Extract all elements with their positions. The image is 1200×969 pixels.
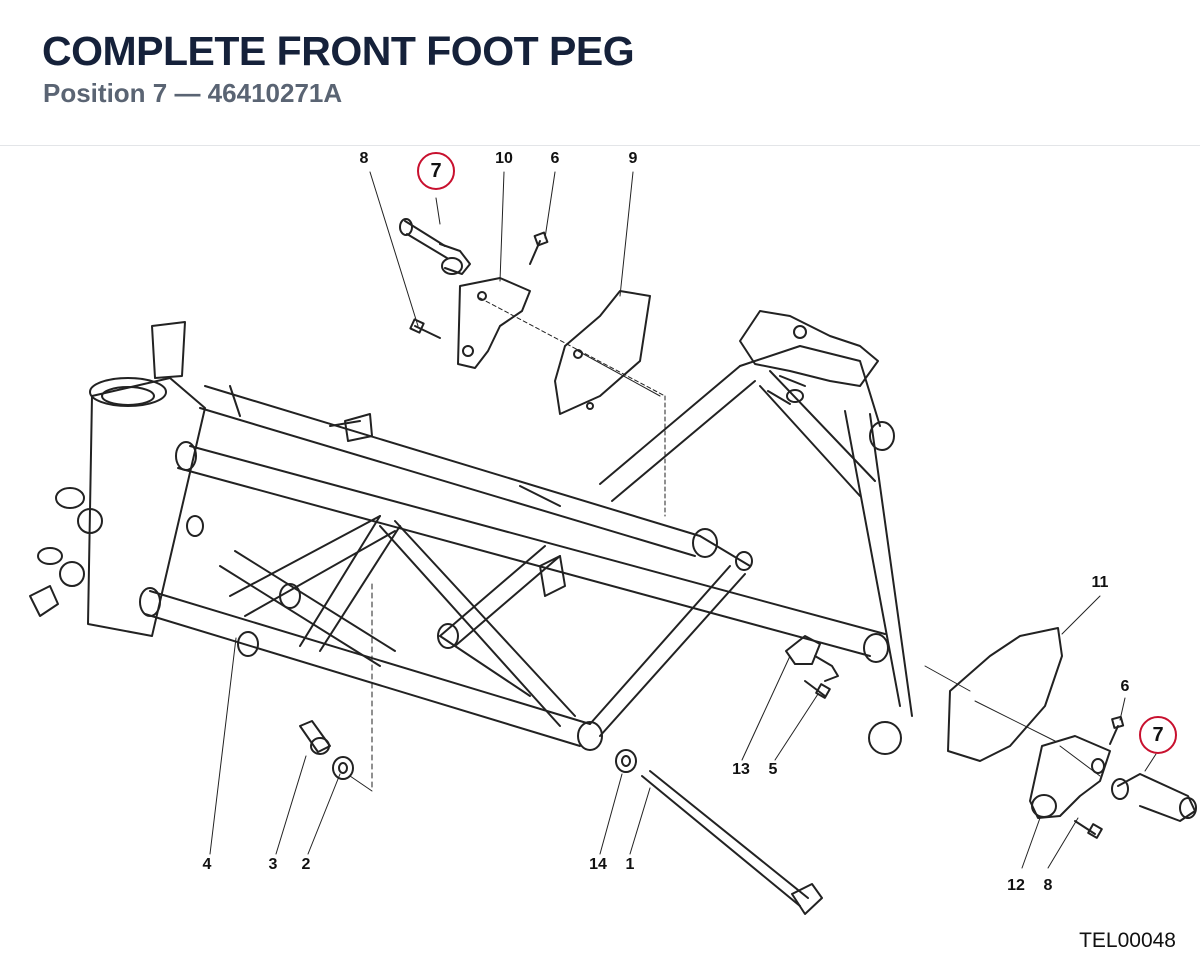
callout-14: 14	[589, 856, 607, 873]
callout-7-top-highlighted: 7	[417, 152, 455, 190]
callout-11: 11	[1091, 574, 1109, 591]
callout-6-top: 6	[550, 150, 560, 167]
frame-tubes	[29, 310, 913, 755]
header-divider	[0, 145, 1200, 146]
callout-1: 1	[625, 856, 635, 873]
page-subtitle: Position 7 — 46410271A	[43, 78, 343, 108]
exploded-parts-diagram: 8 7 10 6 9 11 6 7 4 3 2 14 1 13 5 12 8	[0, 146, 1200, 969]
callout-7-top-label: 7	[430, 159, 442, 182]
callout-7-right-label: 7	[1152, 723, 1164, 746]
callout-7-right-highlighted: 7	[1139, 716, 1177, 754]
loose-parts	[299, 635, 839, 915]
drawing-code: TEL00048	[1079, 929, 1176, 952]
leader-lines	[209, 171, 1157, 869]
callout-9: 9	[628, 150, 638, 167]
lower-foot-peg-assembly	[947, 627, 1197, 839]
callout-5: 5	[768, 761, 778, 778]
callout-12: 12	[1007, 877, 1025, 894]
callout-8-right: 8	[1043, 877, 1053, 894]
callout-6-right: 6	[1120, 678, 1130, 695]
upper-foot-peg-assembly	[399, 218, 651, 415]
callout-4: 4	[202, 856, 212, 873]
callout-8-top: 8	[359, 150, 369, 167]
callout-3: 3	[268, 856, 278, 873]
callout-2: 2	[301, 856, 311, 873]
page-title: COMPLETE FRONT FOOT PEG	[42, 28, 635, 74]
frame-drawing	[29, 171, 1197, 915]
callout-10: 10	[495, 150, 513, 167]
callout-13: 13	[732, 761, 750, 778]
header: COMPLETE FRONT FOOT PEG Position 7 — 464…	[0, 0, 1200, 145]
